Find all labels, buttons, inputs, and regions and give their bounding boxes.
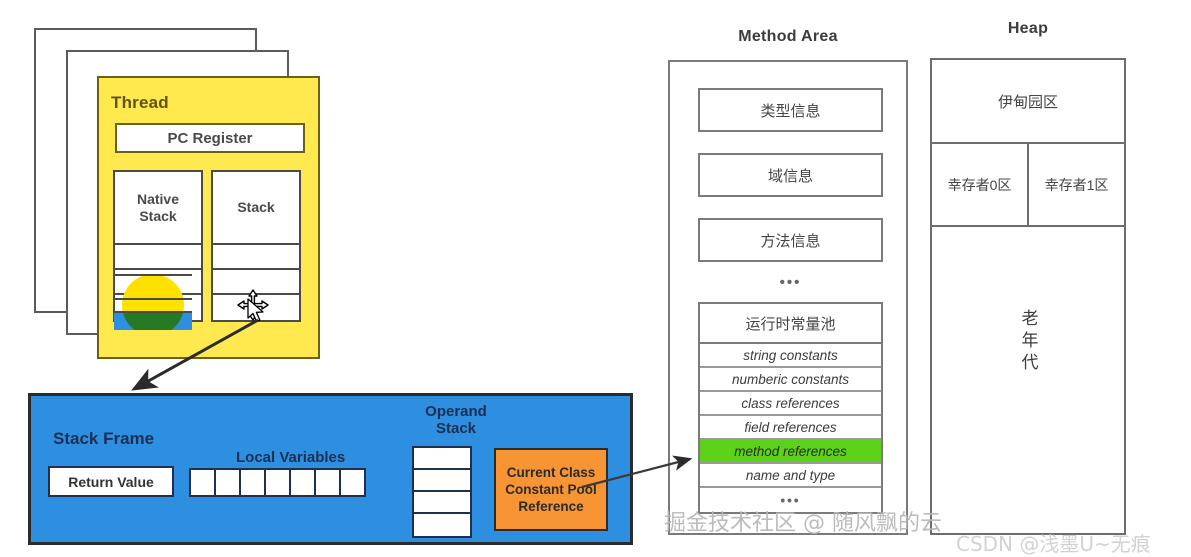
rcp-row-field-references[interactable]: field references [700, 416, 881, 440]
method-area-title: Method Area [738, 28, 838, 45]
native-stack-slot [115, 270, 201, 295]
method-area-item-method-info[interactable]: 方法信息 [698, 218, 883, 262]
ccp-line-3: Reference [518, 499, 584, 515]
local-variable-cell[interactable] [214, 468, 241, 497]
local-variable-cell[interactable] [339, 468, 366, 497]
watermark-csdn: CSDN @浅墨U~无痕 [956, 532, 1151, 556]
operand-stack-cell [414, 448, 470, 470]
heap-panel[interactable]: 伊甸园区 幸存者0区 幸存者1区 老年代 [930, 58, 1126, 535]
rcp-row-name-and-type[interactable]: name and type [700, 464, 881, 488]
watermark-juejin: 掘金技术社区 @ 随风飘的云 [664, 511, 942, 536]
operand-stack-cell [414, 470, 470, 492]
heap-old-generation-label: 老年代 [1018, 308, 1038, 375]
ccp-line-1: Current Class [506, 464, 596, 480]
stack-slot [213, 270, 299, 295]
heap-eden-region[interactable]: 伊甸园区 [932, 60, 1124, 144]
return-value-box[interactable]: Return Value [48, 466, 174, 497]
local-variable-cell[interactable] [314, 468, 341, 497]
stack-slot [213, 295, 299, 320]
local-variable-cell[interactable] [189, 468, 216, 497]
local-variable-cell[interactable] [264, 468, 291, 497]
operand-stack-cell [414, 514, 470, 536]
rcp-row-string-constants[interactable]: string constants [700, 344, 881, 368]
runtime-constant-pool-header: 运行时常量池 [700, 304, 881, 344]
heap-survivor-1-region[interactable]: 幸存者1区 [1044, 176, 1109, 193]
operand-stack-column[interactable] [412, 446, 472, 538]
pc-register-box[interactable]: PC Register [115, 123, 305, 153]
method-area-item-type-info[interactable]: 类型信息 [698, 88, 883, 132]
stack-frame-panel[interactable]: Stack Frame Return Value Local Variables… [28, 393, 633, 545]
operand-stack-label: Operand Stack [425, 403, 487, 438]
current-class-constant-pool-reference-box[interactable]: Current Class Constant Pool Reference [494, 448, 608, 531]
local-variable-cell[interactable] [289, 468, 316, 497]
rcp-row-ellipsis: ••• [780, 492, 801, 508]
method-area-panel[interactable]: 类型信息 域信息 方法信息 ••• 运行时常量池 string constant… [668, 60, 908, 535]
local-variable-cell[interactable] [239, 468, 266, 497]
heap-old-generation-region[interactable]: 老年代 [932, 227, 1124, 531]
stack-label: Stack [213, 172, 299, 245]
native-stack-slot [115, 245, 201, 270]
heap-survivor-0-region[interactable]: 幸存者0区 [932, 144, 1029, 225]
runtime-constant-pool-panel[interactable]: 运行时常量池 string constants numberic constan… [698, 302, 883, 514]
heap-survivor-regions: 幸存者0区 幸存者1区 [932, 144, 1124, 227]
method-area-item-field-info[interactable]: 域信息 [698, 153, 883, 197]
rcp-row-class-references[interactable]: class references [700, 392, 881, 416]
rcp-row-numberic-constants[interactable]: numberic constants [700, 368, 881, 392]
stack-slot [213, 245, 299, 270]
ccp-line-2: Constant Pool [505, 481, 597, 497]
stack-column[interactable]: Stack [211, 170, 301, 322]
local-variables-label: Local Variables [236, 449, 346, 466]
operand-stack-cell [414, 492, 470, 514]
method-area-ellipsis: ••• [779, 274, 802, 291]
local-variables-row [189, 468, 366, 497]
stack-frame-title: Stack Frame [53, 429, 155, 448]
thread-title: Thread [111, 93, 169, 112]
native-stack-slot [115, 295, 201, 320]
rcp-row-method-references[interactable]: method references [700, 440, 881, 464]
heap-title: Heap [1007, 20, 1049, 37]
